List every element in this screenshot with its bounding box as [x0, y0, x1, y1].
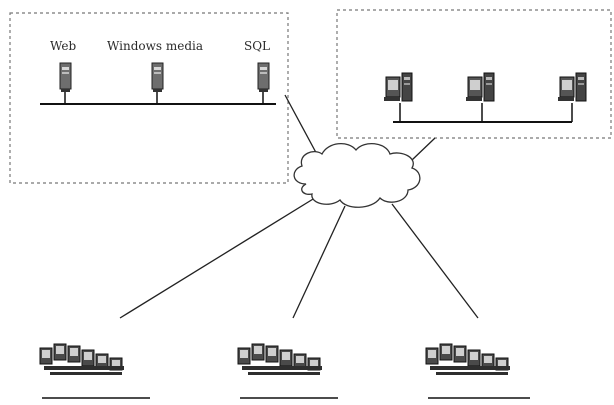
client-zone-border	[336, 9, 612, 139]
link-server-zone-to-cloud	[284, 94, 321, 161]
server-zone: Web Windows media SQL	[9, 12, 289, 184]
link-cloud-to-site-1	[119, 195, 319, 319]
client-3-workstation-icon	[557, 72, 587, 102]
client-2-workstation-icon	[465, 72, 495, 102]
site-2-computers-icon	[237, 343, 323, 376]
site-1	[39, 343, 150, 399]
media-server-icon	[151, 62, 164, 93]
web-server-icon	[59, 62, 72, 93]
server-zone-border	[9, 12, 289, 184]
site-2	[237, 343, 338, 399]
sql-server-icon	[257, 62, 270, 93]
site-3-computers-icon	[425, 343, 511, 376]
link-client-zone-to-cloud	[411, 137, 436, 161]
web-server-label: Web	[50, 39, 76, 53]
cloud-icon	[293, 143, 421, 208]
sql-server-label: SQL	[244, 39, 270, 53]
media-server-label: Windows media	[107, 39, 203, 53]
network-cloud	[293, 143, 421, 208]
link-cloud-to-site-3	[391, 203, 479, 319]
client-zone	[336, 9, 612, 139]
site-1-computers-icon	[39, 343, 125, 376]
site-3	[425, 343, 530, 399]
link-cloud-to-site-2	[292, 205, 346, 319]
client-1-workstation-icon	[383, 72, 413, 102]
